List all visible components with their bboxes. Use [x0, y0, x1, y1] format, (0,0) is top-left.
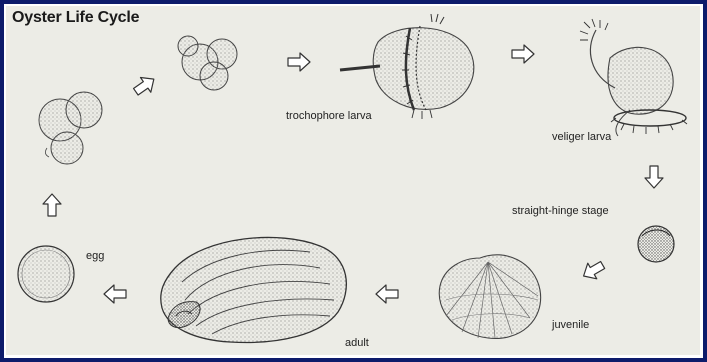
arrow-multicell-to-trochophore: [288, 53, 310, 71]
label-adult: adult: [345, 337, 369, 349]
label-straight-hinge-stage: straight-hinge stage: [512, 205, 609, 217]
arrow-cleavage-to-multicell: [131, 72, 159, 99]
arrow-straight-hinge-to-juvenile: [579, 257, 607, 284]
juvenile-drawing: [439, 255, 540, 339]
label-egg: egg: [86, 250, 104, 262]
trochophore-larva-drawing: [340, 14, 474, 119]
arrow-veliger-to-straight-hinge: [645, 166, 663, 188]
arrow-adult-to-egg: [104, 285, 126, 303]
cleavage-multi-cell: [178, 36, 237, 90]
straight-hinge-drawing: [638, 226, 674, 262]
arrow-egg-to-cleavage: [43, 194, 61, 216]
label-veliger-larva: veliger larva: [552, 131, 611, 143]
cleavage-three-cell: [39, 92, 102, 164]
veliger-larva-drawing: [580, 19, 687, 136]
label-trochophore-larva: trochophore larva: [286, 110, 372, 122]
egg-drawing: [18, 246, 74, 302]
label-juvenile: juvenile: [552, 319, 589, 331]
adult-oyster-drawing: [161, 237, 347, 342]
arrow-trochophore-to-veliger: [512, 45, 534, 63]
arrow-juvenile-to-adult: [376, 285, 398, 303]
